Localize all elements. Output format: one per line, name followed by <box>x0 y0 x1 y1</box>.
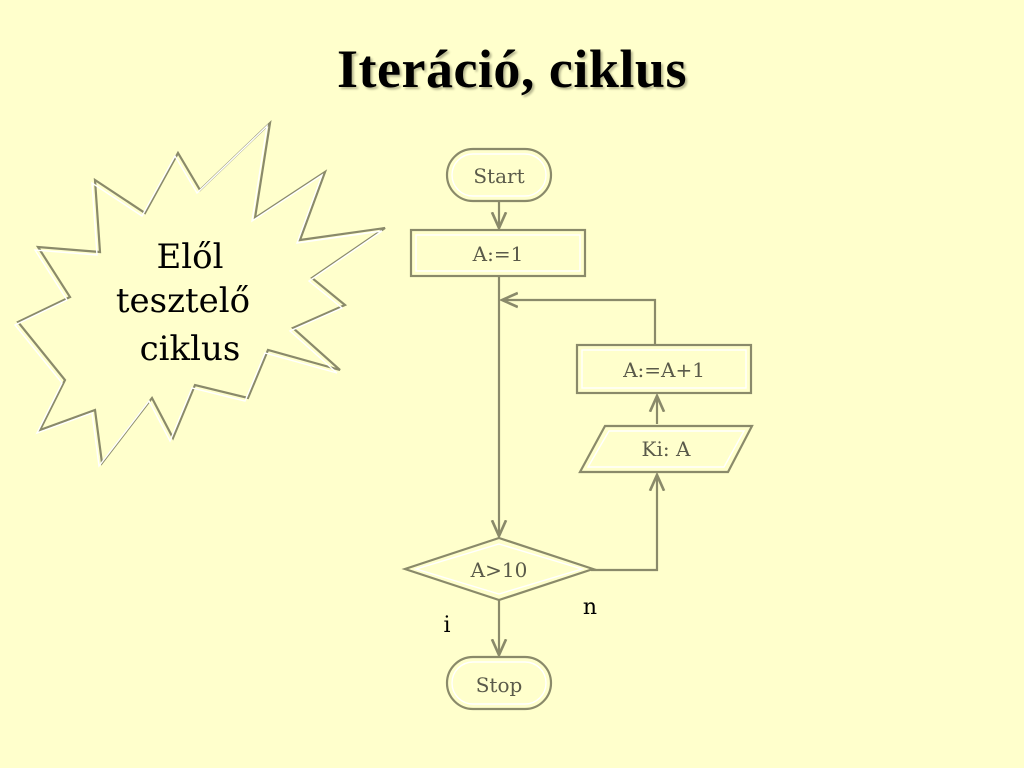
output-label: Ki: A <box>642 437 691 461</box>
start-label: Start <box>473 164 524 188</box>
label-no: n <box>583 595 597 620</box>
slide-title: Iteráció, ciklus <box>337 39 687 99</box>
label-yes: i <box>443 613 450 638</box>
increment-label: A:=A+1 <box>622 358 705 382</box>
stop-node <box>445 655 553 711</box>
condition-label: A>10 <box>470 558 528 582</box>
stop-label: Stop <box>476 673 523 697</box>
arrow-condition-to-output <box>591 475 657 572</box>
burst-line-2: tesztelő <box>116 281 250 321</box>
init-label: A:=1 <box>472 242 524 266</box>
increment-node <box>575 343 753 395</box>
starburst-shape <box>13 119 386 468</box>
output-node <box>578 424 754 474</box>
arrow-loop-back <box>502 300 657 344</box>
burst-line-3: ciklus <box>140 329 241 369</box>
burst-line-1: Elől <box>156 237 223 277</box>
